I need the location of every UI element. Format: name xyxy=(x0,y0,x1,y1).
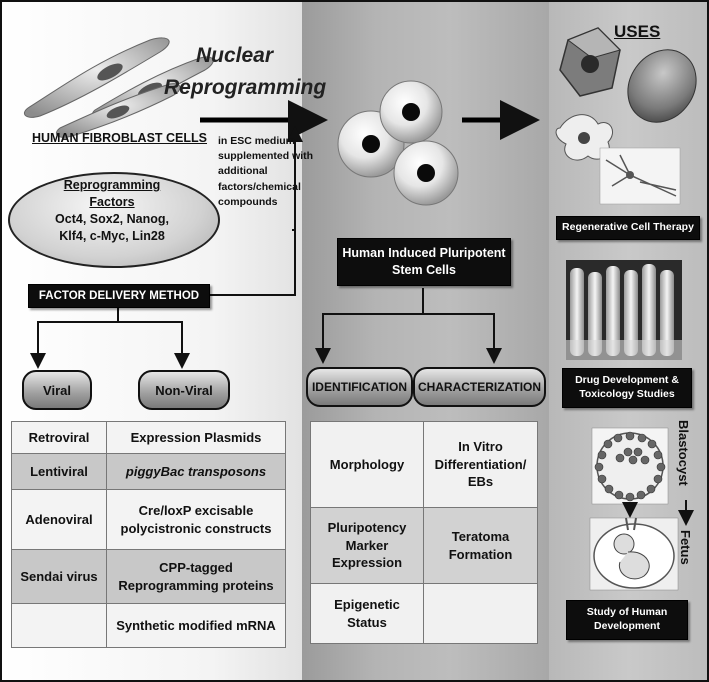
blastocyst-illustration xyxy=(591,427,669,505)
table-row: Epigenetic Status xyxy=(310,583,538,644)
title-line-2: Reprogramming xyxy=(164,76,327,99)
factors-title-1: Reprogramming xyxy=(63,178,161,192)
table-cell: Epigenetic Status xyxy=(310,583,424,644)
factors-list-2: Klf4, c-Myc, Lin28 xyxy=(59,228,165,243)
uses-title: USES xyxy=(614,22,661,41)
fetus-label: Fetus xyxy=(678,530,693,565)
table-row: Adenoviral Cre/loxP excisable polycistro… xyxy=(11,489,286,550)
use-drug-development: Drug Development & Toxicology Studies xyxy=(562,368,692,408)
use-human-development: Study of Human Development xyxy=(566,600,688,640)
regenerative-cells-illustration xyxy=(555,27,697,205)
table-cell: Teratoma Formation xyxy=(423,507,538,584)
table-cell: Sendai virus xyxy=(11,549,107,604)
nonviral-pill: Non-Viral xyxy=(138,370,230,410)
table-cell: Morphology xyxy=(310,421,424,508)
table-cell xyxy=(423,583,538,644)
table-row: Pluripotency Marker Expression Teratoma … xyxy=(310,507,538,584)
characterization-table: Morphology In Vitro Differentiation/ EBs… xyxy=(310,421,538,644)
reprogramming-factors-oval xyxy=(8,172,220,268)
test-tubes-illustration xyxy=(566,260,682,360)
characterization-pill: CHARACTERIZATION xyxy=(413,367,546,407)
table-cell: Adenoviral xyxy=(11,489,107,550)
viral-pill: Viral xyxy=(22,370,92,410)
table-cell: Lentiviral xyxy=(11,453,107,490)
fibroblast-label: HUMAN FIBROBLAST CELLS xyxy=(32,131,207,145)
fibroblast-cells-illustration xyxy=(24,37,214,138)
ipsc-label: Human Induced Pluripotent Stem Cells xyxy=(337,238,511,286)
table-cell: piggyBac transposons xyxy=(106,453,286,490)
ips-cells-illustration xyxy=(337,80,459,206)
table-cell: Synthetic modified mRNA xyxy=(106,603,286,648)
fetus-illustration xyxy=(589,517,679,591)
table-cell: Cre/loxP excisable polycistronic constru… xyxy=(106,489,286,550)
table-row: Sendai virus CPP-tagged Reprogramming pr… xyxy=(11,549,286,604)
table-cell: CPP-tagged Reprogramming proteins xyxy=(106,549,286,604)
identification-pill: IDENTIFICATION xyxy=(306,367,413,407)
table-cell: Retroviral xyxy=(11,421,107,454)
delivery-methods-table: Retroviral Expression Plasmids Lentivira… xyxy=(11,421,286,648)
table-cell: Pluripotency Marker Expression xyxy=(310,507,424,584)
connector-arrow xyxy=(208,126,303,296)
table-row: Morphology In Vitro Differentiation/ EBs xyxy=(310,421,538,508)
table-row: Retroviral Expression Plasmids xyxy=(11,421,286,454)
table-cell xyxy=(11,603,107,648)
factors-text: Reprogramming Factors Oct4, Sox2, Nanog,… xyxy=(8,177,216,245)
medium-note: in ESC medium supplemented with addition… xyxy=(218,135,314,208)
table-cell: Expression Plasmids xyxy=(106,421,286,454)
table-cell: In Vitro Differentiation/ EBs xyxy=(423,421,538,508)
delivery-method-label: FACTOR DELIVERY METHOD xyxy=(28,284,210,308)
table-row: Lentiviral piggyBac transposons xyxy=(11,453,286,490)
factors-title-2: Factors xyxy=(89,194,135,209)
factors-list-1: Oct4, Sox2, Nanog, xyxy=(55,211,169,226)
table-row: Synthetic modified mRNA xyxy=(11,603,286,648)
blastocyst-label: Blastocyst xyxy=(676,420,691,486)
use-regenerative-therapy: Regenerative Cell Therapy xyxy=(556,216,700,240)
title-line-1: Nuclear xyxy=(196,44,274,67)
